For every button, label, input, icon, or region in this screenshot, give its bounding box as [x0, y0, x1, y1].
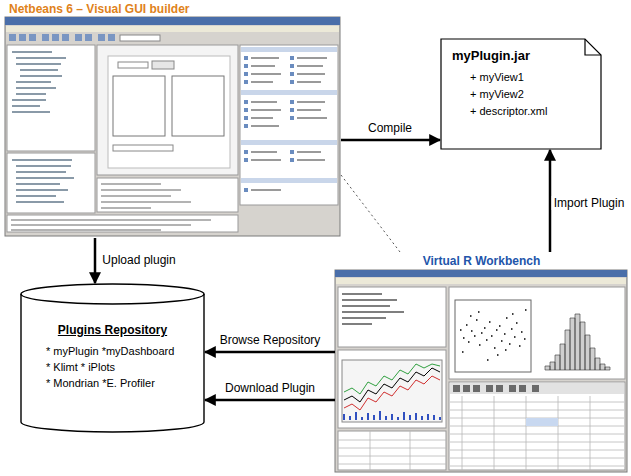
window-frame [5, 17, 340, 236]
form-button [152, 61, 174, 69]
navigator-lines [12, 160, 74, 202]
palette-lines [251, 58, 327, 190]
form-canvas [108, 56, 230, 168]
scatter-plot [455, 300, 531, 372]
flow-arrow [341, 139, 440, 142]
plugin-list: * myPlugin *myDashboard [30, 343, 195, 359]
output-lines [11, 220, 211, 230]
property-lines [101, 184, 191, 208]
spreadsheet-icons [453, 385, 539, 392]
tree-lines [12, 52, 66, 112]
cylinder-body [21, 284, 204, 432]
edge-label: Compile [366, 121, 414, 135]
price-line [344, 368, 440, 402]
selected-cell [526, 418, 558, 426]
file-name: myPlugin.jar [452, 48, 590, 63]
toolbar-combo [120, 35, 160, 41]
palette-headers [241, 47, 337, 183]
repository-cylinder: Plugins Repository * myPlugin *myDashboar… [20, 283, 205, 433]
file-entry: + descriptor.xml [452, 103, 590, 120]
volume-bars [344, 411, 440, 420]
directory-panel [338, 431, 446, 470]
title-bar [5, 17, 340, 25]
histogram-bars [545, 314, 610, 370]
dotted-link [341, 175, 400, 252]
view-panel [172, 76, 224, 136]
jar-file: myPlugin.jar + myView1+ myView2+ descript… [440, 38, 602, 150]
menu-bar [336, 278, 626, 284]
console-panel [338, 287, 446, 347]
edge-label: Browse Repository [218, 333, 323, 347]
node-outline [20, 283, 205, 433]
directory-grid [338, 431, 446, 470]
cylinder-rim [21, 294, 204, 304]
palette-icons [244, 56, 294, 192]
edge-label: Upload plugin [100, 253, 177, 267]
spreadsheet-grid [450, 396, 624, 470]
plugin-list: * Mondrian *E. Profiler [30, 375, 195, 391]
spreadsheet-toolbar [450, 383, 624, 394]
properties-panel [97, 178, 238, 212]
spreadsheet-panel [449, 382, 625, 470]
file-entry: + myView1 [452, 69, 590, 86]
text-field [113, 145, 173, 151]
menu-bar [6, 26, 339, 32]
screenshot-window: Netbeans 6 – Visual GUI builder [5, 1, 341, 238]
band-line [344, 364, 440, 394]
design-area [97, 45, 238, 175]
text-field [118, 62, 148, 68]
scatter-dots [460, 310, 527, 360]
plugin-list: * Klimt * iPlots [30, 359, 195, 375]
line-chart [342, 360, 442, 422]
screenshot-window: Virtual R Workbench [335, 252, 628, 473]
plot-panel [449, 287, 625, 379]
flow-arrow [94, 238, 97, 283]
repository-title: Plugins Repository [30, 323, 195, 337]
flow-arrow [205, 399, 335, 402]
edge-label: Download Plugin [223, 381, 317, 395]
title-bar [335, 270, 627, 277]
view-panel [113, 76, 165, 136]
chart-panel [338, 350, 446, 428]
file-entry: + myView2 [452, 86, 590, 103]
window-title: Virtual R Workbench [339, 254, 624, 268]
window-frame [335, 270, 627, 472]
output-panel [7, 215, 238, 232]
navigator-panel [7, 153, 95, 213]
palette-panel [240, 45, 338, 205]
window-title: Netbeans 6 – Visual GUI builder [9, 2, 337, 16]
document-shape [441, 39, 601, 149]
console-lines [342, 294, 404, 324]
edge-label: Import Plugin [552, 196, 627, 210]
folded-corner [585, 39, 601, 55]
flow-arrow [205, 351, 335, 354]
toolbar-icons [9, 34, 115, 41]
project-panel [7, 45, 95, 151]
